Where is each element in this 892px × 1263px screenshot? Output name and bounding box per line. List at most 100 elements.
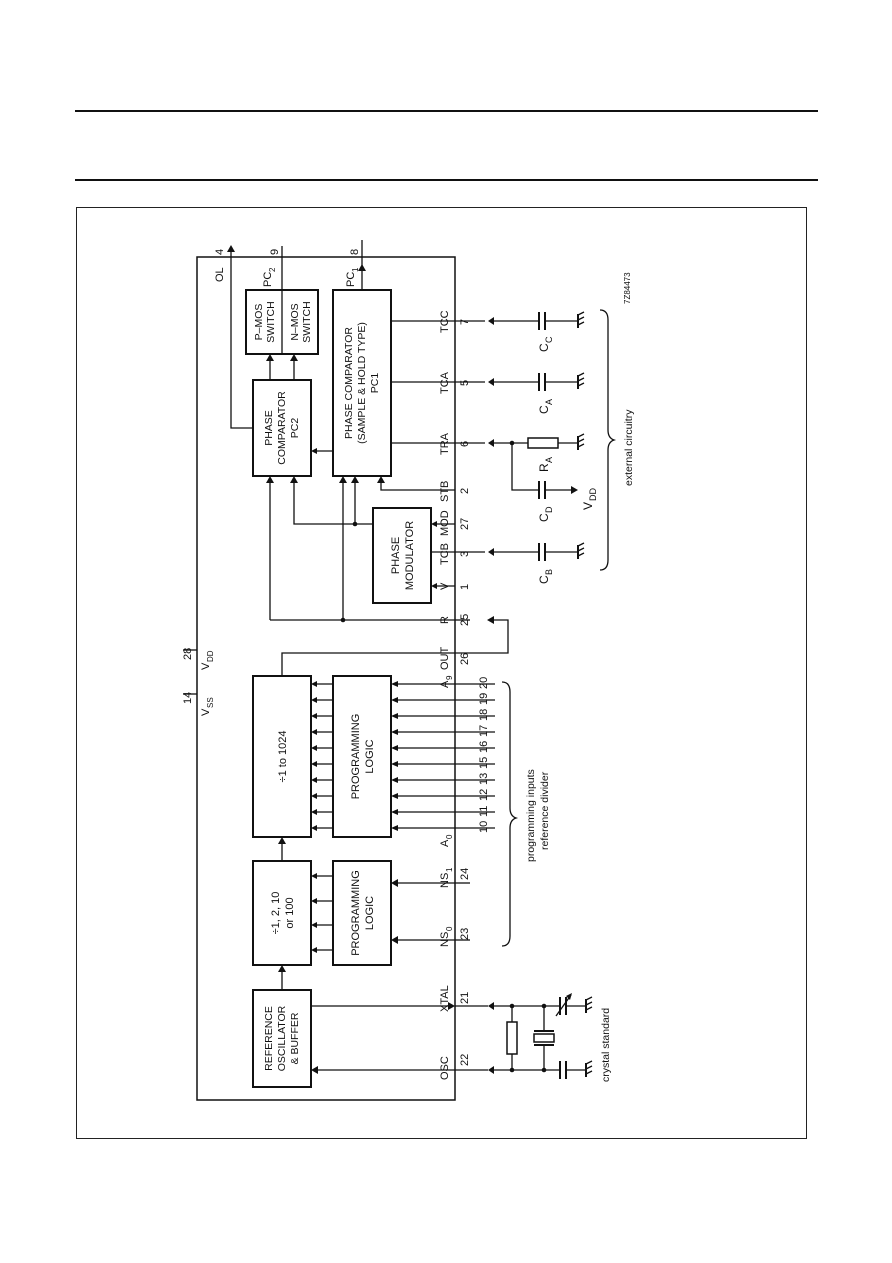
pc2-line-1: PHASE (263, 410, 275, 446)
pc2-line-3: PC2 (289, 418, 301, 439)
svg-text:C: C (537, 405, 551, 414)
programming-inputs-brace (501, 681, 519, 947)
figure-code: 7Z84473 (623, 272, 632, 304)
phase-comparator-1-block: PHASE COMPARATOR (SAMPLE & HOLD TYPE) PC… (332, 289, 392, 477)
phase-comparator-2-block: PHASE COMPARATOR PC2 (252, 379, 312, 477)
pin-mod-num: 27 (459, 518, 471, 530)
ground-cc-icon (577, 311, 585, 328)
label-vdd-ext: V DD (581, 488, 598, 510)
svg-text:SS: SS (206, 697, 215, 708)
pin-labels: OSC 22 XTAL 21 NS 0 23 NS 1 24 A 0 A 9 O… (439, 310, 471, 1080)
pin-tca-label: TCA (439, 371, 451, 394)
mos-switch-block: P–MOS SWITCH N–MOS SWITCH (245, 289, 319, 355)
prog-pin-13: 13 (478, 773, 490, 785)
svg-text:A: A (439, 680, 451, 688)
pin-vdd-label: V DD (200, 650, 215, 670)
pin-mod-label: MOD (439, 510, 451, 536)
ns-prog-arrows (311, 873, 333, 953)
svg-text:C: C (537, 513, 551, 522)
svg-text:A: A (544, 457, 554, 463)
svg-text:NS: NS (439, 873, 451, 888)
ref-prog-arrows (311, 681, 333, 831)
label-cd: C D (537, 506, 554, 522)
pin-a9-label: A 9 (439, 675, 454, 688)
pin-v-num: 1 (459, 584, 471, 590)
svg-text:R: R (537, 463, 551, 472)
pin-tcc-label: TCC (439, 310, 451, 333)
svg-text:D: D (544, 506, 554, 513)
crystal-network (488, 993, 593, 1079)
label-cb: C B (537, 569, 554, 584)
pc1-line-1: PHASE COMPARATOR (343, 327, 355, 439)
ground-cb-icon (577, 542, 585, 559)
prog-logic-ns-line-1: PROGRAMMING (350, 870, 362, 956)
label-ca: C A (537, 399, 554, 414)
header-rule (75, 179, 818, 181)
crystal-icon (533, 1033, 555, 1043)
resistor-ra-icon (527, 437, 559, 449)
prog-pin-12: 12 (478, 789, 490, 801)
ground-trimmer-icon (585, 996, 593, 1013)
label-ra: R A (537, 457, 554, 472)
pin-ol-label: OL (214, 267, 226, 282)
svg-text:DD: DD (588, 488, 598, 501)
svg-text:C: C (544, 336, 554, 343)
prog-pin-17: 17 (478, 725, 490, 737)
svg-text:1: 1 (445, 867, 454, 872)
pin-ns1-num: 24 (459, 868, 471, 880)
phase-mod-line-1: PHASE (390, 537, 402, 574)
svg-text:C: C (537, 575, 551, 584)
top-rule (75, 110, 818, 112)
programming-logic-ref-block: PROGRAMMING LOGIC (332, 675, 392, 838)
pin-vdd-num: 28 (182, 648, 194, 660)
ref-oscillator-block: REFERENCE OSCILLATOR & BUFFER (252, 989, 312, 1088)
svg-text:V: V (581, 502, 595, 510)
prog-pin-18: 18 (478, 709, 490, 721)
pin-osc-label: OSC (439, 1056, 451, 1080)
reference-divider-label: reference divider (539, 771, 551, 850)
phase-modulator-block: PHASE MODULATOR (372, 507, 432, 604)
svg-text:V: V (200, 708, 212, 716)
prog-pin-16: 16 (478, 741, 490, 753)
pin-tca-num: 5 (459, 380, 471, 386)
ref-osc-line-3: & BUFFER (289, 1012, 301, 1064)
pc2-line-2: COMPARATOR (276, 391, 288, 465)
label-cc: C C (537, 336, 554, 352)
pin-osc-num: 22 (459, 1054, 471, 1066)
svg-text:NS: NS (439, 932, 451, 947)
crystal-resistor-icon (506, 1021, 518, 1055)
pin-pc2-label: PC 2 (262, 267, 277, 287)
pin-pc1-label: PC 1 (345, 267, 360, 287)
svg-text:B: B (544, 569, 554, 575)
ns-divider-line-1: ÷1, 2, 10 (270, 892, 282, 935)
pin-xtal-num: 21 (459, 992, 471, 1004)
pin-stb-label: STB (439, 481, 451, 502)
pmos-line-2: SWITCH (265, 301, 277, 342)
svg-text:1: 1 (351, 267, 360, 272)
svg-text:0: 0 (445, 834, 454, 839)
svg-text:PC: PC (262, 272, 274, 287)
svg-text:A: A (544, 399, 554, 405)
prog-pin-10: 10 (478, 821, 490, 833)
ref-osc-line-1: REFERENCE (263, 1006, 275, 1071)
pin-stb-num: 2 (459, 488, 471, 494)
prog-pin-11: 11 (478, 806, 490, 817)
divider-1024-block: ÷1 to 1024 (252, 675, 312, 838)
pin-vss-label: V SS (200, 697, 215, 716)
ground-crystal-cap-icon (585, 1060, 593, 1077)
svg-text:0: 0 (445, 926, 454, 931)
nmos-line-2: SWITCH (301, 301, 313, 342)
pin-ns0-label: NS 0 (439, 926, 454, 947)
pin-v-label: V (439, 582, 451, 590)
prog-pin-arrows (391, 681, 495, 831)
pin-r-label: R (439, 616, 451, 624)
pin-xtal-label: XTAL (439, 985, 451, 1012)
nmos-line-1: N–MOS (289, 303, 301, 340)
phase-mod-line-2: MODULATOR (404, 521, 416, 590)
crystal-standard-label: crystal standard (600, 1008, 612, 1082)
svg-text:V: V (200, 662, 212, 670)
pc1-line-3: PC1 (369, 373, 381, 394)
ground-ra-icon (577, 433, 585, 450)
pmos-line-1: P–MOS (253, 304, 265, 341)
